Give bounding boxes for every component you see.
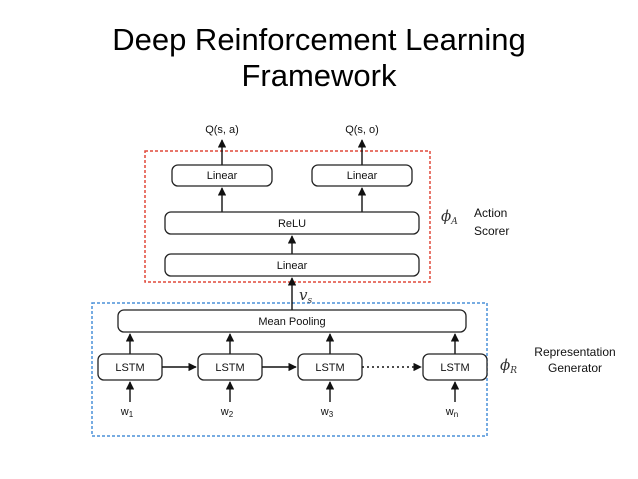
- linear-bottom-box: Linear: [164, 253, 420, 277]
- linear-right-box: Linear: [311, 164, 413, 187]
- mean-pooling-label: Mean Pooling: [258, 316, 325, 328]
- lstm-box-3: LSTM: [297, 353, 363, 381]
- input-w1: w1: [120, 406, 134, 419]
- linear-right-label: Linear: [347, 170, 378, 182]
- phi-r-base: ϕ: [500, 356, 510, 374]
- linear-left-label: Linear: [207, 170, 238, 182]
- relu-label: ReLU: [278, 218, 306, 230]
- input-wn-sub: n: [454, 410, 458, 419]
- representation-generator-label-line-2: Generator: [548, 361, 602, 375]
- input-w3-base: w: [320, 406, 329, 418]
- lstm-box-n: LSTM: [422, 353, 488, 381]
- input-wn-base: w: [445, 406, 454, 418]
- vs-base: v: [299, 286, 308, 304]
- phi-r-subscript: R: [509, 366, 517, 376]
- representation-generator-label-line-1: Representation: [534, 345, 615, 359]
- input-w2-sub: 2: [229, 410, 234, 419]
- action-scorer-label-line-2: Scorer: [474, 224, 509, 238]
- action-scorer-region: [144, 150, 431, 283]
- input-w3-sub: 3: [329, 410, 334, 419]
- lstm-box-1: LSTM: [97, 353, 163, 381]
- output-q-s-a: Q(s, a): [205, 124, 239, 136]
- linear-left-box: Linear: [171, 164, 273, 187]
- action-scorer-label-line-1: Action: [474, 206, 507, 220]
- input-w1-base: w: [120, 406, 129, 418]
- vs-subscript: s: [307, 296, 312, 306]
- input-w3: w3: [320, 406, 334, 419]
- phi-a-symbol: ϕA: [441, 207, 458, 227]
- phi-a-subscript: A: [450, 217, 458, 227]
- lstm-label-2: LSTM: [215, 362, 244, 374]
- lstm-label-3: LSTM: [315, 362, 344, 374]
- phi-a-base: ϕ: [441, 207, 451, 225]
- mean-pooling-box: Mean Pooling: [117, 309, 467, 333]
- input-wn: wn: [445, 406, 458, 419]
- lstm-label-n: LSTM: [440, 362, 469, 374]
- relu-box: ReLU: [164, 211, 420, 235]
- linear-bottom-label: Linear: [277, 260, 308, 272]
- output-q-s-o: Q(s, o): [345, 124, 379, 136]
- phi-r-symbol: ϕR: [500, 356, 517, 376]
- input-w2: w2: [220, 406, 234, 419]
- input-w2-base: w: [220, 406, 229, 418]
- vs-symbol: vs: [299, 286, 312, 306]
- input-w1-sub: 1: [129, 410, 134, 419]
- slide-title-line-2: Framework: [241, 58, 397, 93]
- lstm-label-1: LSTM: [115, 362, 144, 374]
- lstm-box-2: LSTM: [197, 353, 263, 381]
- slide-title-line-1: Deep Reinforcement Learning: [112, 22, 526, 57]
